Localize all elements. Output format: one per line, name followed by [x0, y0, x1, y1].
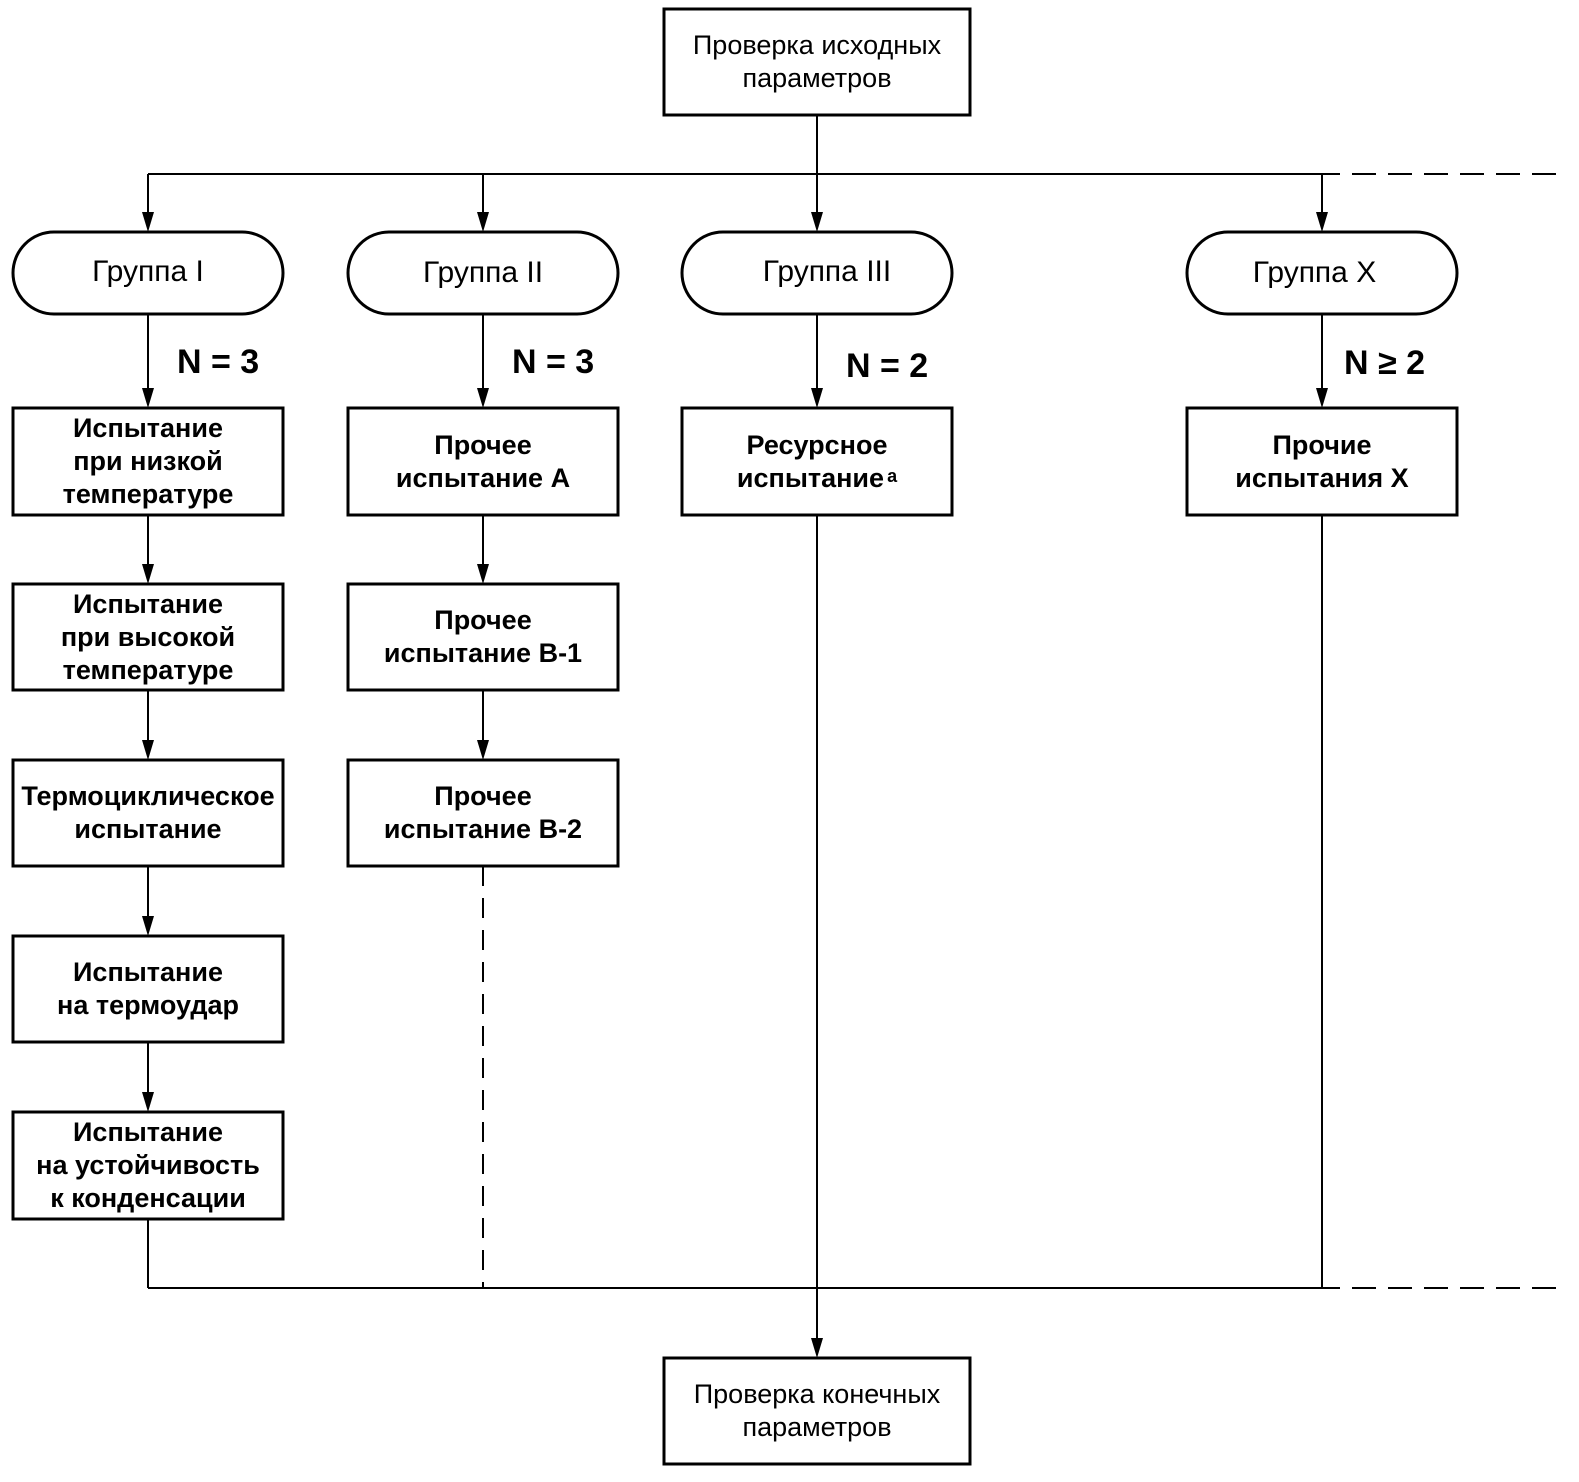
group-label-text: Группа III — [762, 255, 892, 288]
test-other-b1: Прочее испытание B-1 — [383, 605, 583, 668]
test-other-x: Прочие испытания X — [1235, 429, 1409, 493]
test-box — [11, 582, 285, 692]
test-box — [1185, 406, 1459, 517]
test-condensation: Испытание на устойчивость к конденсации — [36, 1117, 260, 1213]
test-other-a: Прочее испытание A — [395, 429, 571, 493]
end-box — [662, 1356, 972, 1466]
group-2-pill — [346, 230, 620, 316]
group-3-label: Группа III — [682, 232, 972, 312]
start-label-line: параметров — [742, 63, 892, 93]
start-label: Проверка исходных параметров — [664, 9, 970, 115]
end-label-line: Проверка конечных — [693, 1379, 941, 1409]
group-x-label: Группа X — [1187, 232, 1442, 314]
test-other-b2: Прочее испытание B-2 — [383, 781, 583, 844]
test-high-temperature: Испытание при высокой температуре — [60, 588, 236, 685]
test-box — [680, 406, 954, 517]
group-2-label: Группа II — [348, 232, 618, 314]
test-thermal-cycling: Термоциклическое испытание — [21, 781, 275, 844]
test-box — [346, 406, 620, 517]
group-label-text: Группа I — [92, 255, 204, 288]
group-3-sample-count: N = 2 — [846, 347, 929, 385]
group-x-sample-count: N ≥ 2 — [1344, 344, 1426, 382]
footnote-marker: a — [887, 465, 898, 486]
end-label: Проверка конечных параметров — [664, 1358, 970, 1464]
test-box — [11, 758, 285, 868]
test-box — [346, 758, 620, 868]
test-low-temperature: Испытание при низкой температуре — [62, 413, 234, 509]
group-1-label: Группа I — [13, 232, 283, 312]
group-3-pill — [680, 230, 954, 316]
test-endurance-line: испытание — [736, 462, 885, 493]
group-label-text: Группа II — [422, 256, 544, 289]
start-box — [662, 7, 972, 117]
test-box — [11, 1110, 285, 1221]
group-1-sample-count: N = 3 — [177, 343, 260, 381]
test-thermal-shock: Испытание на термоудар — [57, 957, 239, 1020]
start-label-line: Проверка исходных — [692, 30, 942, 60]
test-box — [346, 582, 620, 692]
group-2-sample-count: N = 3 — [512, 343, 595, 381]
test-box — [11, 406, 285, 517]
test-box — [11, 934, 285, 1044]
group-label-text: Группа X — [1252, 256, 1377, 289]
group-1-pill — [11, 230, 285, 316]
end-label-line: параметров — [742, 1412, 892, 1442]
group-x-pill — [1185, 230, 1459, 316]
